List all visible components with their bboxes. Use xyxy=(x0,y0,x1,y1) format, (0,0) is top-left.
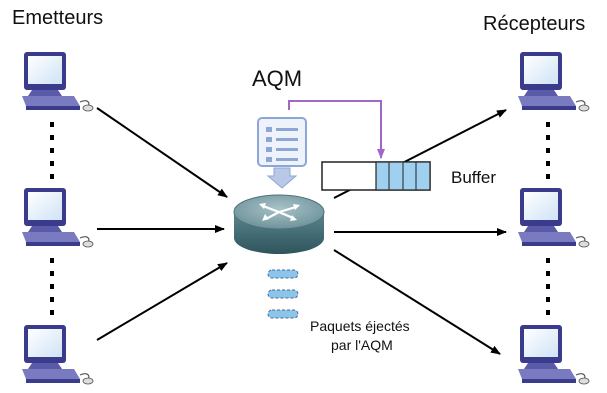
receiver-computer-top xyxy=(517,51,590,112)
router-icon xyxy=(233,194,325,254)
buffer-queue xyxy=(321,161,431,191)
sender-computer-middle xyxy=(21,187,94,248)
receiver-computer-bottom xyxy=(517,324,590,385)
receivers-label: Récepteurs xyxy=(483,13,585,35)
sender-ellipsis-upper xyxy=(50,122,54,179)
receiver-ellipsis-lower xyxy=(546,258,550,315)
sender-computer-bottom xyxy=(21,324,94,385)
buffer-label: Buffer xyxy=(451,168,496,187)
dropped-packet xyxy=(267,309,299,319)
aqm-label: AQM xyxy=(252,66,302,91)
dropped-packets-label-line1: Paquets éjectés xyxy=(310,318,410,334)
aqm-document-icon xyxy=(257,117,307,189)
dropped-packets xyxy=(267,269,299,319)
aqm-to-buffer-connector xyxy=(288,100,385,159)
dropped-packets-label-line2: par l'AQM xyxy=(331,337,393,353)
dropped-packet xyxy=(267,289,299,299)
sender-ellipsis-lower xyxy=(50,258,54,315)
arrow-sender-bottom-to-router xyxy=(96,262,228,341)
dropped-packet xyxy=(267,269,299,279)
arrow-router-to-receiver-bottom xyxy=(333,249,501,355)
arrow-sender-top-to-router xyxy=(96,107,228,198)
senders-label: Emetteurs xyxy=(12,7,103,29)
receiver-computer-middle xyxy=(517,187,590,248)
sender-computer-top xyxy=(21,51,94,112)
receiver-ellipsis-upper xyxy=(546,122,550,179)
